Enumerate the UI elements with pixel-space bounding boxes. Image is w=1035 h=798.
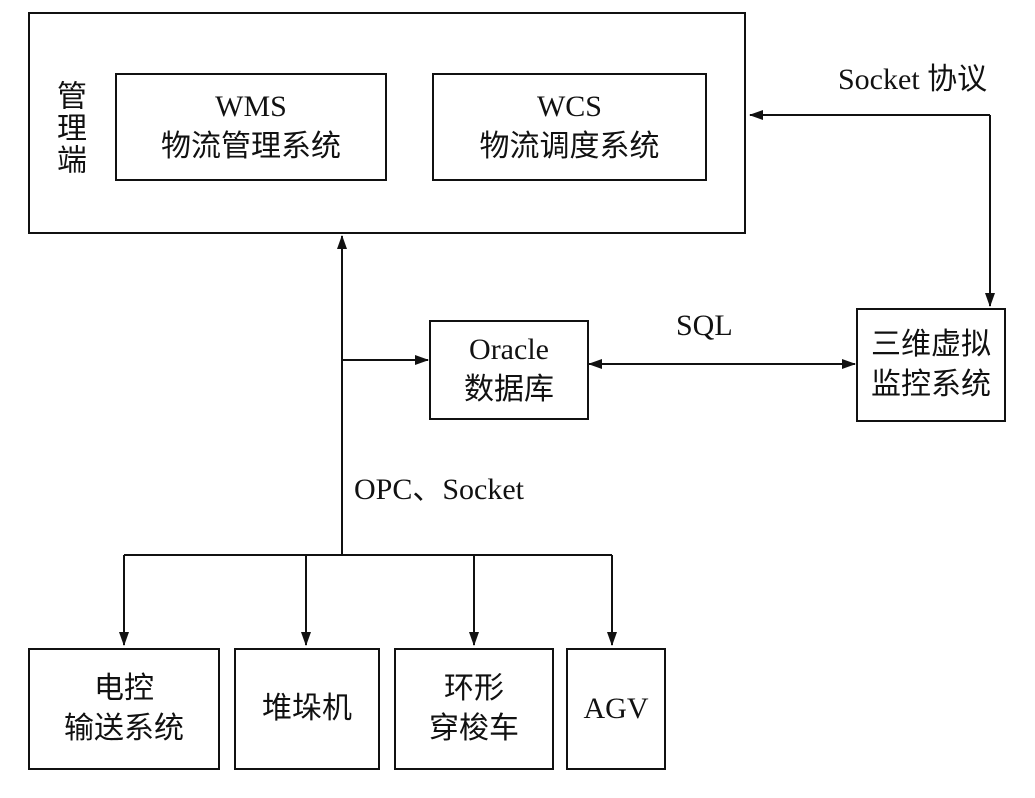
agv-text: AGV [566,648,666,770]
sql-label: SQL [676,309,733,342]
conveyor-box [28,648,220,770]
agv-box [566,648,666,770]
agv-line1: AGV [583,692,649,725]
wcs-box [432,73,707,181]
conveyor-line2: 输送系统 [64,712,184,745]
conveyor-text: 电控 输送系统 [28,648,220,770]
stacker-text: 堆垛机 [234,648,380,770]
monitor-title: 三维虚拟 [871,328,991,361]
monitor-text: 三维虚拟 监控系统 [856,308,1006,422]
management-label: 管理端 [50,80,86,185]
wms-title: WMS [215,90,287,123]
monitor-box [856,308,1006,422]
database-subtitle: 数据库 [464,373,554,406]
wcs-text: WCS 物流调度系统 [432,73,707,181]
wms-box [115,73,387,181]
shuttle-box [394,648,554,770]
wcs-subtitle: 物流调度系统 [479,130,660,163]
socket-protocol-label: Socket 协议 [838,63,988,96]
database-text: Oracle 数据库 [429,320,589,420]
opc-socket-label: OPC、Socket [354,473,525,506]
wcs-title: WCS [536,90,602,123]
wms-text: WMS 物流管理系统 [115,73,387,181]
shuttle-line2: 穿梭车 [429,712,519,745]
conveyor-line1: 电控 [94,672,154,705]
shuttle-line1: 环形 [444,672,504,705]
database-title: Oracle [469,333,549,366]
database-box [429,320,589,420]
stacker-line1: 堆垛机 [262,692,352,725]
monitor-subtitle: 监控系统 [871,368,991,401]
management-label-text: 管理端 [52,80,85,176]
stacker-box [234,648,380,770]
shuttle-text: 环形 穿梭车 [394,648,554,770]
wms-subtitle: 物流管理系统 [161,130,341,163]
